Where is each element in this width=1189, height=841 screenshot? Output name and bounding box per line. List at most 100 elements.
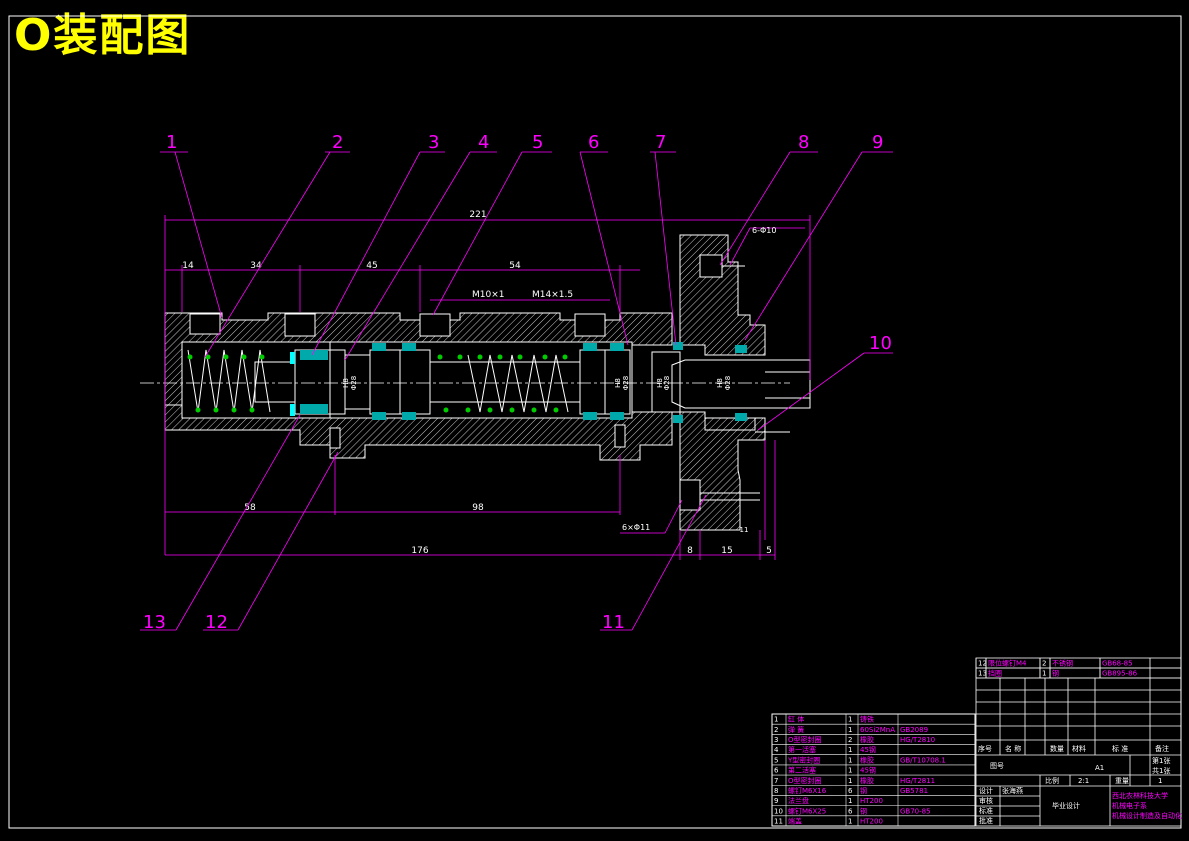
dim-34: 34 bbox=[250, 261, 262, 271]
tb-weight-label: 重量 bbox=[1115, 777, 1129, 785]
bom-extra-cell: 1 bbox=[1042, 670, 1046, 678]
fit-2: H8 bbox=[614, 378, 622, 388]
dimension-texts: 221 14 34 45 54 M10×1 M14×1.5 58 98 176 … bbox=[182, 210, 776, 556]
bom-main-cell: 橡胶 bbox=[860, 735, 874, 744]
bom-header-name: 名 称 bbox=[1005, 744, 1021, 753]
dia-3: Φ28 bbox=[663, 376, 671, 390]
bom-main-cell: O型密封圈 bbox=[788, 735, 822, 744]
bom-main-cell: 6 bbox=[848, 787, 853, 795]
bom-header-note: 备注 bbox=[1155, 744, 1169, 753]
first-piston bbox=[254, 342, 431, 420]
dim-holes-bottom: 6×Φ11 bbox=[622, 523, 650, 532]
tb-ratio: 2:1 bbox=[1078, 777, 1089, 785]
dia-4: Φ28 bbox=[724, 376, 732, 390]
bom-main-cell: 1 bbox=[848, 817, 852, 825]
dim-98: 98 bbox=[472, 503, 484, 513]
bom-main-cell: 橡胶 bbox=[860, 755, 874, 764]
bom-main-cell: 橡胶 bbox=[860, 776, 874, 785]
bom-main-cell: 6 bbox=[774, 767, 779, 775]
tb-project: 毕业设计 bbox=[1052, 801, 1080, 810]
bom-main-cell: 螺钉M6X16 bbox=[788, 786, 827, 795]
bom-main-cell: 端盖 bbox=[788, 816, 802, 825]
tb-ratio-label: 比例 bbox=[1045, 776, 1059, 785]
bom-main-cell: 1 bbox=[774, 716, 778, 724]
bom-main-cell: 6 bbox=[848, 807, 853, 815]
bom-main-cell: 弹 簧 bbox=[788, 725, 804, 734]
dim-11: 11 bbox=[740, 526, 749, 534]
balloon-4: 4 bbox=[478, 132, 489, 153]
tb-size: A1 bbox=[1095, 764, 1104, 772]
dim-58: 58 bbox=[244, 503, 256, 513]
balloon-8: 8 bbox=[798, 132, 809, 153]
dim-54: 54 bbox=[509, 261, 521, 271]
dimension-lines bbox=[164, 215, 811, 560]
balloon-13: 13 bbox=[143, 612, 166, 633]
drawing-frame bbox=[8, 15, 1182, 829]
dim-thread2: M14×1.5 bbox=[532, 290, 573, 300]
bom-main-cell: 铸铁 bbox=[860, 715, 874, 724]
tb-course: 机械设计制造及自动化 bbox=[1112, 811, 1182, 820]
bom-main-cell: 钢 bbox=[860, 806, 867, 815]
balloon-12: 12 bbox=[205, 612, 228, 633]
dim-176: 176 bbox=[411, 546, 428, 556]
dim-8: 8 bbox=[687, 546, 693, 556]
fit-3: H8 bbox=[656, 378, 664, 388]
bom-main-cell: HG/T2810 bbox=[900, 736, 935, 744]
bom-main-cell: 1 bbox=[848, 746, 852, 754]
bom-extra-cell: GB895-86 bbox=[1102, 670, 1138, 678]
bom-main-cell: 45钢 bbox=[860, 745, 876, 754]
dim-thread1: M10×1 bbox=[472, 290, 504, 300]
spring-right bbox=[437, 354, 569, 413]
bom-extra-cell: 2 bbox=[1042, 660, 1046, 668]
bom-main-cell: 钢 bbox=[860, 786, 867, 795]
bom-main-cell: 1 bbox=[848, 716, 852, 724]
bom-extra-cell: 挡圈 bbox=[988, 669, 1002, 678]
fit-4: H8 bbox=[716, 378, 724, 388]
tb-approve-label: 批准 bbox=[979, 816, 993, 825]
tb-college: 机械电子系 bbox=[1112, 801, 1147, 810]
bom-main-cell: 2 bbox=[848, 736, 852, 744]
dim-45: 45 bbox=[366, 261, 377, 271]
dia-2: Φ28 bbox=[622, 376, 630, 390]
bom-main-cell: 9 bbox=[774, 797, 778, 805]
bom-extra-cell: 限位螺钉M4 bbox=[988, 659, 1027, 668]
tb-designer: 张海燕 bbox=[1002, 786, 1023, 795]
bom-main-cell: 缸 体 bbox=[788, 715, 804, 724]
bom-main-cell: 10 bbox=[774, 807, 783, 815]
tb-sheet2: 共1张 bbox=[1152, 766, 1170, 775]
bom-extra-cell: 12 bbox=[978, 660, 987, 668]
title-block-texts: 序号 名 称 数量 材料 标 准 备注 图号 A1 第1张 共1张 比例 2:1… bbox=[978, 744, 1182, 825]
bom-main-cell: 第二活塞 bbox=[788, 766, 816, 775]
bom-header-standard: 标 准 bbox=[1112, 744, 1128, 753]
tb-school: 西北农林科技大学 bbox=[1112, 791, 1168, 800]
balloon-9: 9 bbox=[872, 132, 883, 153]
balloon-10: 10 bbox=[869, 333, 892, 354]
bom-extra-cell: GB68-85 bbox=[1102, 660, 1133, 668]
balloon-6: 6 bbox=[588, 132, 599, 153]
bom-main-cell: 1 bbox=[848, 777, 852, 785]
balloon-1: 1 bbox=[166, 132, 177, 153]
flange bbox=[679, 234, 766, 531]
dim-14: 14 bbox=[182, 261, 194, 271]
bom-main-cell: 4 bbox=[774, 746, 779, 754]
bom-extra-cell: 钢 bbox=[1052, 669, 1059, 678]
bom-main-cell: Y型密封圈 bbox=[787, 755, 820, 764]
bom-main-row: 1 缸 体 1 铸铁 bbox=[772, 715, 975, 725]
title-block bbox=[975, 657, 1182, 827]
bom-main-cell: HT200 bbox=[860, 817, 883, 825]
balloon-7: 7 bbox=[655, 132, 666, 153]
balloon-5: 5 bbox=[532, 132, 543, 153]
bom-main-cell: GB/T10708.1 bbox=[900, 756, 946, 764]
tb-designer-label: 设计 bbox=[979, 786, 993, 795]
bom-main-cell: O型密封圈 bbox=[788, 776, 822, 785]
spring-left bbox=[187, 349, 271, 413]
drawing-title: O装配图 bbox=[14, 10, 192, 61]
